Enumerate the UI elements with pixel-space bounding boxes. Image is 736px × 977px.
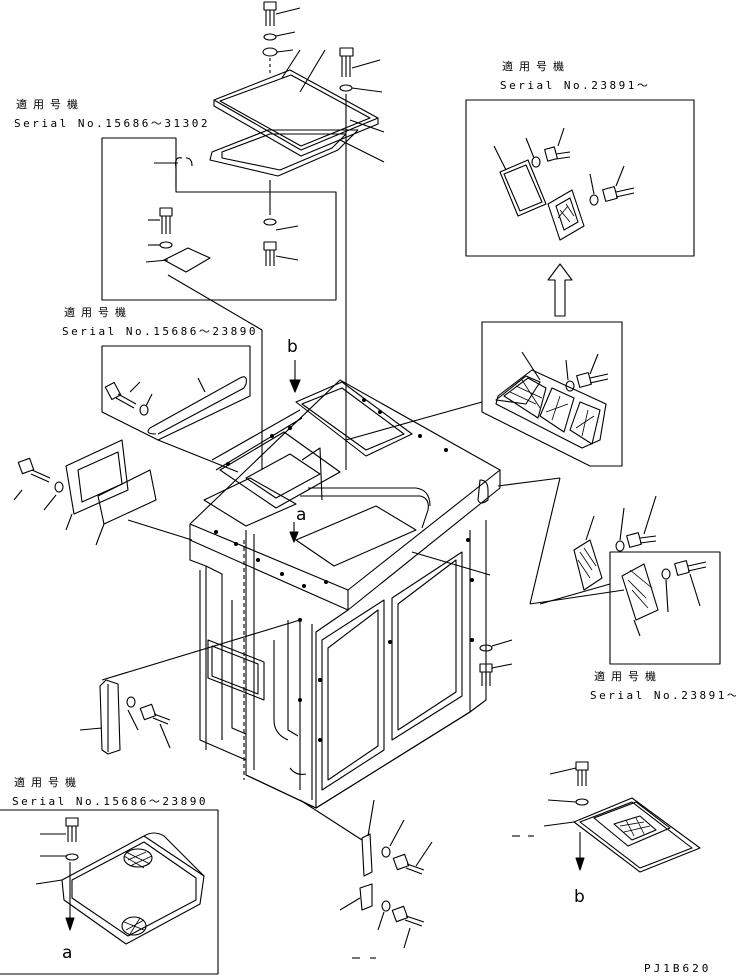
- view-arrow-a-icon: [66, 918, 74, 930]
- detail-box-1: [102, 138, 336, 470]
- hatch-cover-b: [512, 762, 700, 872]
- serial-note-heading: 適用号機: [14, 776, 82, 789]
- washer-icon: [590, 195, 598, 205]
- washer-icon: [616, 541, 624, 551]
- side-louver: [14, 440, 192, 545]
- up-arrow-icon: [548, 264, 572, 316]
- handrail: [150, 377, 246, 434]
- bolt-icon: [264, 219, 276, 266]
- right-bolt: [480, 640, 512, 686]
- serial-note-heading: 適用号機: [16, 98, 84, 111]
- detail-box-3: [466, 100, 694, 316]
- washer-icon: [532, 157, 540, 167]
- hook-icon: [176, 158, 192, 188]
- bolt-icon: [393, 854, 424, 874]
- small-plate: [164, 248, 210, 272]
- bolt-icon: [577, 373, 608, 388]
- bolt-icon: [675, 561, 706, 576]
- washer-icon: [263, 48, 277, 56]
- washer-icon: [382, 847, 390, 857]
- detail-box-5: [540, 496, 720, 664]
- washer-icon: [140, 405, 148, 415]
- door-stopper-bracket: [300, 800, 432, 958]
- bolt-icon: [545, 147, 570, 161]
- hinge-bracket: [80, 620, 300, 754]
- washer-icon: [576, 799, 588, 805]
- serial-note-range: Serial No.23891～: [500, 79, 651, 92]
- louver-icon: [622, 564, 658, 620]
- washer-icon: [340, 85, 352, 91]
- serial-note-range: Serial No.15686～31302: [14, 117, 210, 130]
- washer-icon: [566, 381, 574, 391]
- washer-icon: [127, 697, 135, 707]
- detail-box-2: [102, 346, 250, 472]
- serial-note-heading: 適用号機: [594, 670, 662, 683]
- bolt-icon: [392, 906, 424, 926]
- washer-icon: [160, 242, 172, 248]
- bolt-icon: [66, 818, 78, 842]
- louver-icon: [574, 540, 602, 590]
- washer-icon: [264, 34, 276, 40]
- mesh-guard: [62, 836, 204, 944]
- serial-note-heading: 適用号機: [502, 60, 570, 73]
- bolt-icon: [140, 704, 170, 724]
- washer-icon: [55, 482, 63, 492]
- grille-icon: [548, 190, 584, 240]
- drawing-code: PJ1B620: [644, 962, 712, 975]
- serial-note-range: Serial No.15686～23890: [62, 325, 258, 338]
- view-marker-b-bottom: b: [574, 887, 585, 907]
- plate-icon: [500, 160, 546, 216]
- bolt-icon: [264, 2, 276, 26]
- view-arrow-a-top: [290, 522, 298, 542]
- washer-icon: [662, 569, 670, 579]
- detail-box-4: [482, 322, 622, 466]
- top-cover-assembly: [210, 2, 384, 440]
- view-arrow-b-top: [290, 360, 300, 392]
- serial-note-range: Serial No.23891～: [590, 689, 736, 702]
- bolt-icon: [603, 187, 634, 202]
- cab-frame: [190, 380, 624, 808]
- view-marker-a-bottom: a: [62, 943, 73, 963]
- cover-plate: [214, 70, 378, 150]
- serial-note-range: Serial No.15686～23890: [12, 795, 208, 808]
- detail-box-6: [0, 810, 218, 974]
- serial-note-heading: 適用号機: [64, 306, 132, 319]
- bolt-icon: [340, 48, 353, 77]
- washer-icon: [66, 854, 78, 860]
- bolt-icon: [105, 382, 136, 408]
- bolt-icon: [576, 762, 588, 786]
- bolt-icon: [627, 533, 656, 548]
- view-marker-a-top: a: [296, 505, 307, 525]
- view-marker-b-top: b: [287, 337, 298, 357]
- view-arrow-b-icon: [576, 858, 584, 870]
- gasket: [210, 130, 358, 176]
- washer-icon: [382, 901, 390, 911]
- bolt-icon: [18, 458, 50, 482]
- bolt-icon: [160, 208, 172, 234]
